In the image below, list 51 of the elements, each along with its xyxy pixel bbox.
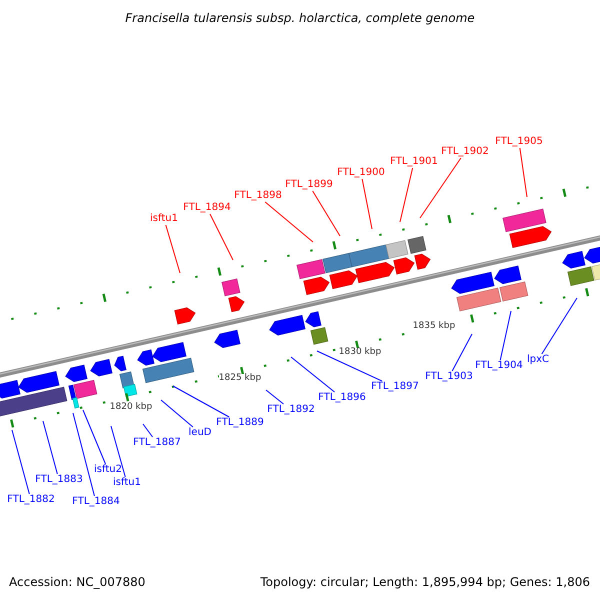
accession-text: Accession: NC_007880 — [9, 576, 146, 588]
leader-line — [420, 158, 462, 218]
scale-label: 1825 kbp — [218, 374, 262, 382]
gene-label: isftu1 — [150, 214, 178, 224]
leader-line — [172, 386, 230, 418]
gene-label: FTL_1898 — [234, 191, 282, 201]
leader-line — [82, 410, 106, 464]
gene-label: FTL_1901 — [390, 157, 438, 167]
gene-label: FTL_1882 — [7, 495, 55, 505]
gene-label: FTL_1889 — [216, 418, 264, 428]
gene-label: FTL_1887 — [133, 438, 181, 448]
genome-info-text: Topology: circular; Length: 1,895,994 bp; Genes: 1,806 — [260, 576, 590, 588]
leader-line — [519, 148, 528, 198]
leader-line — [266, 390, 284, 404]
gene-label: FTL_1903 — [425, 372, 473, 382]
leader-line — [142, 424, 154, 438]
leader-line — [210, 214, 234, 260]
leader-line — [12, 430, 30, 494]
gene-label: FTL_1892 — [267, 405, 315, 415]
gene-label: lpxC — [526, 355, 550, 365]
leader-line — [72, 412, 95, 496]
leader-line — [452, 334, 472, 372]
gene-label: FTL_1883 — [35, 475, 83, 485]
gene-label: FTL_1894 — [183, 203, 231, 213]
leader-line — [290, 356, 336, 392]
gene-label: FTL_1897 — [371, 382, 419, 392]
gene-label: FTL_1905 — [495, 137, 543, 147]
leader-line — [500, 310, 512, 360]
leader-line — [316, 350, 382, 382]
gene-label: FTL_1900 — [337, 168, 385, 178]
scale-label: 1830 kbp — [338, 348, 382, 356]
leader-line — [110, 426, 126, 478]
leader-line — [541, 298, 578, 354]
gene-label: FTL_1902 — [441, 147, 489, 157]
scale-label: 1820 kbp — [110, 402, 152, 412]
gene-label: FTL_1904 — [475, 361, 523, 371]
leader-line — [42, 420, 58, 474]
gene-label: FTL_1896 — [318, 393, 366, 403]
gene-label: FTL_1899 — [285, 180, 333, 190]
title: Francisella tularensis subsp. holarctica, complete genome — [124, 11, 476, 25]
leader-line — [312, 190, 340, 236]
gene-label: FTL_1884 — [72, 497, 120, 507]
leader-line — [362, 178, 372, 230]
leader-line — [165, 224, 180, 274]
gene-label: isftu1 — [113, 478, 141, 488]
leader-line — [160, 400, 194, 428]
leader-line — [400, 168, 414, 222]
gene-label: isftu2 — [94, 465, 122, 475]
gene-label: leuD — [188, 428, 212, 438]
leader-line — [264, 202, 314, 242]
scale-label: 1835 kbp — [412, 322, 456, 330]
